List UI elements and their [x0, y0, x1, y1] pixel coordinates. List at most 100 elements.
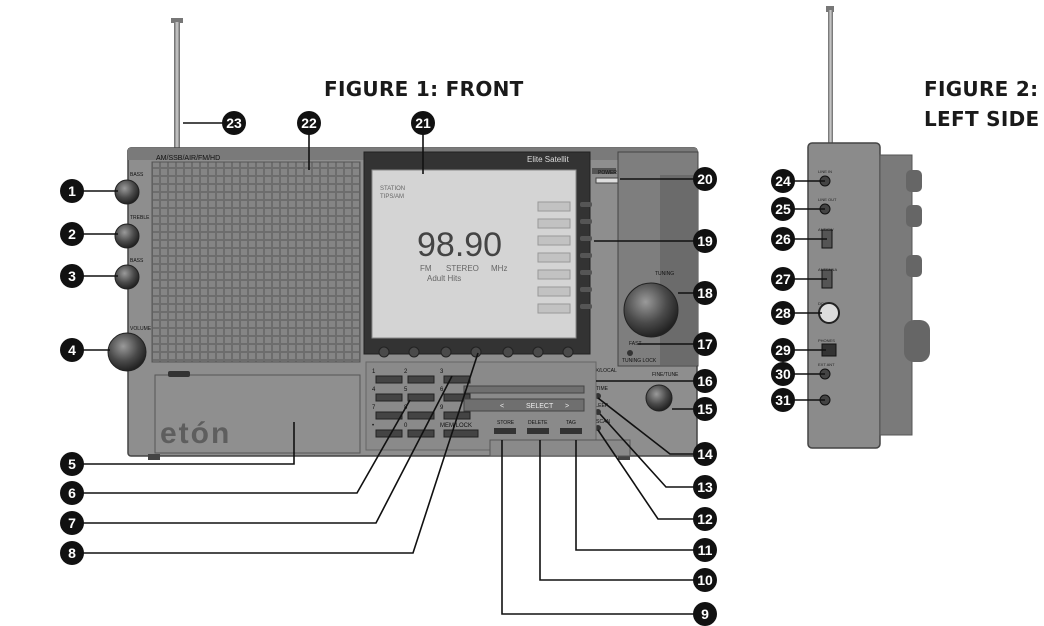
callout-badge-icon	[693, 167, 717, 191]
callout-leader-8	[72, 352, 479, 554]
callout-number: 16	[697, 373, 713, 389]
lcd-frequency: 98.90	[417, 226, 502, 264]
keypad-key[interactable]	[443, 375, 471, 384]
callout-badge-icon	[693, 442, 717, 466]
callout-number: 31	[775, 392, 791, 408]
select-right-arrow[interactable]: >	[565, 403, 569, 410]
side-soft-key[interactable]	[580, 270, 592, 275]
keypad-key[interactable]	[375, 375, 403, 384]
side-soft-key[interactable]	[580, 219, 592, 224]
volume-knob[interactable]	[107, 332, 147, 372]
callout-number: 22	[301, 115, 317, 131]
fine-tuning-label: FINE/TUNE	[652, 372, 679, 378]
side-soft-key[interactable]	[580, 202, 592, 207]
knob-1[interactable]	[114, 179, 140, 205]
callout-number: 15	[697, 401, 713, 417]
power-button[interactable]	[592, 168, 616, 174]
callout-number: 3	[68, 268, 76, 284]
keypad-key-label: 2	[404, 369, 408, 375]
knob-1-label: BASS	[130, 172, 144, 178]
treble-knob[interactable]	[114, 223, 140, 249]
callout-9: 9	[693, 602, 717, 626]
keypad-key[interactable]	[443, 429, 479, 438]
bottom-soft-key[interactable]	[440, 346, 452, 358]
keypad-key[interactable]	[443, 393, 471, 402]
callout-14: 14	[693, 442, 717, 466]
callout-leader-7	[72, 375, 453, 524]
fine-tuning-knob[interactable]	[645, 384, 673, 412]
delete-button[interactable]	[527, 428, 549, 434]
keypad-key[interactable]	[407, 411, 435, 420]
tag-button[interactable]	[560, 428, 582, 434]
callout-24: 24	[771, 169, 795, 193]
lower-panel	[154, 374, 361, 454]
bass-knob[interactable]	[114, 264, 140, 290]
store-label: STORE	[497, 420, 515, 426]
tuning-knob[interactable]	[623, 282, 679, 338]
brand-logo: etón	[160, 417, 231, 450]
keypad-key[interactable]	[407, 393, 435, 402]
bottom-soft-key[interactable]	[378, 346, 390, 358]
bottom-soft-key[interactable]	[502, 346, 514, 358]
callouts: 1234567891011121314151617181920212223242…	[60, 111, 795, 626]
keypad-key[interactable]	[375, 393, 403, 402]
side-jack-label: PHONES	[818, 338, 835, 343]
callout-25: 25	[771, 197, 795, 221]
bottom-soft-key[interactable]	[470, 346, 482, 358]
keypad-bar	[463, 385, 585, 394]
callout-number: 18	[697, 285, 713, 301]
keypad-key-label: 3	[440, 369, 444, 375]
lcd-menu-item	[537, 303, 571, 314]
foot-left	[148, 454, 160, 460]
side-depth	[879, 154, 913, 436]
store-button[interactable]	[494, 428, 516, 434]
keypad-key-label: MEM/LOCK	[440, 423, 472, 429]
foot-right	[618, 454, 630, 460]
callout-badge-icon	[771, 338, 795, 362]
sleep-label: SLEEP	[592, 403, 609, 409]
callout-31: 31	[771, 388, 795, 412]
callout-badge-icon	[693, 475, 717, 499]
bottom-soft-keys	[378, 346, 574, 358]
callout-badge-icon	[693, 538, 717, 562]
lcd-unit: MHz	[491, 264, 507, 273]
tuning-lock-button[interactable]	[627, 350, 633, 356]
side-soft-key[interactable]	[580, 236, 592, 241]
side-soft-key[interactable]	[580, 304, 592, 309]
side-knob-1	[906, 170, 922, 192]
callout-number: 2	[68, 226, 76, 242]
antenna-icon	[174, 22, 180, 150]
callout-number: 10	[697, 572, 713, 588]
lcd-stereo: STEREO	[446, 264, 479, 273]
bottom-soft-key[interactable]	[562, 346, 574, 358]
lcd-top-left2: TIPS/AM	[380, 194, 404, 200]
callout-number: 20	[697, 171, 713, 187]
treble-label: TREBLE	[130, 215, 150, 221]
callout-badge-icon	[60, 511, 84, 535]
tag-label: TAG	[566, 420, 576, 426]
callout-badge-icon	[693, 229, 717, 253]
callout-badge-icon	[60, 222, 84, 246]
keypad-key[interactable]	[375, 411, 403, 420]
side-soft-key[interactable]	[580, 287, 592, 292]
callout-badge-icon	[297, 111, 321, 135]
lcd-menu	[537, 201, 571, 314]
callout-number: 11	[698, 542, 713, 558]
callout-leader-11	[575, 440, 705, 551]
callout-26: 26	[771, 227, 795, 251]
select-left-arrow[interactable]: <	[500, 403, 504, 410]
time-label: TIME	[596, 386, 609, 392]
power-label: POWER	[598, 170, 617, 176]
side-soft-key[interactable]	[580, 253, 592, 258]
front-radio: AM/SSB/AIR/FM/HD etón Elite Satellit STA…	[107, 18, 699, 460]
select-bar[interactable]	[463, 398, 585, 412]
callout-29: 29	[771, 338, 795, 362]
keypad-key-label: 1	[372, 369, 376, 375]
keypad-key[interactable]	[407, 375, 435, 384]
callout-badge-icon	[60, 179, 84, 203]
bottom-soft-key[interactable]	[408, 346, 420, 358]
bottom-soft-key[interactable]	[532, 346, 544, 358]
callout-badge-icon	[771, 388, 795, 412]
